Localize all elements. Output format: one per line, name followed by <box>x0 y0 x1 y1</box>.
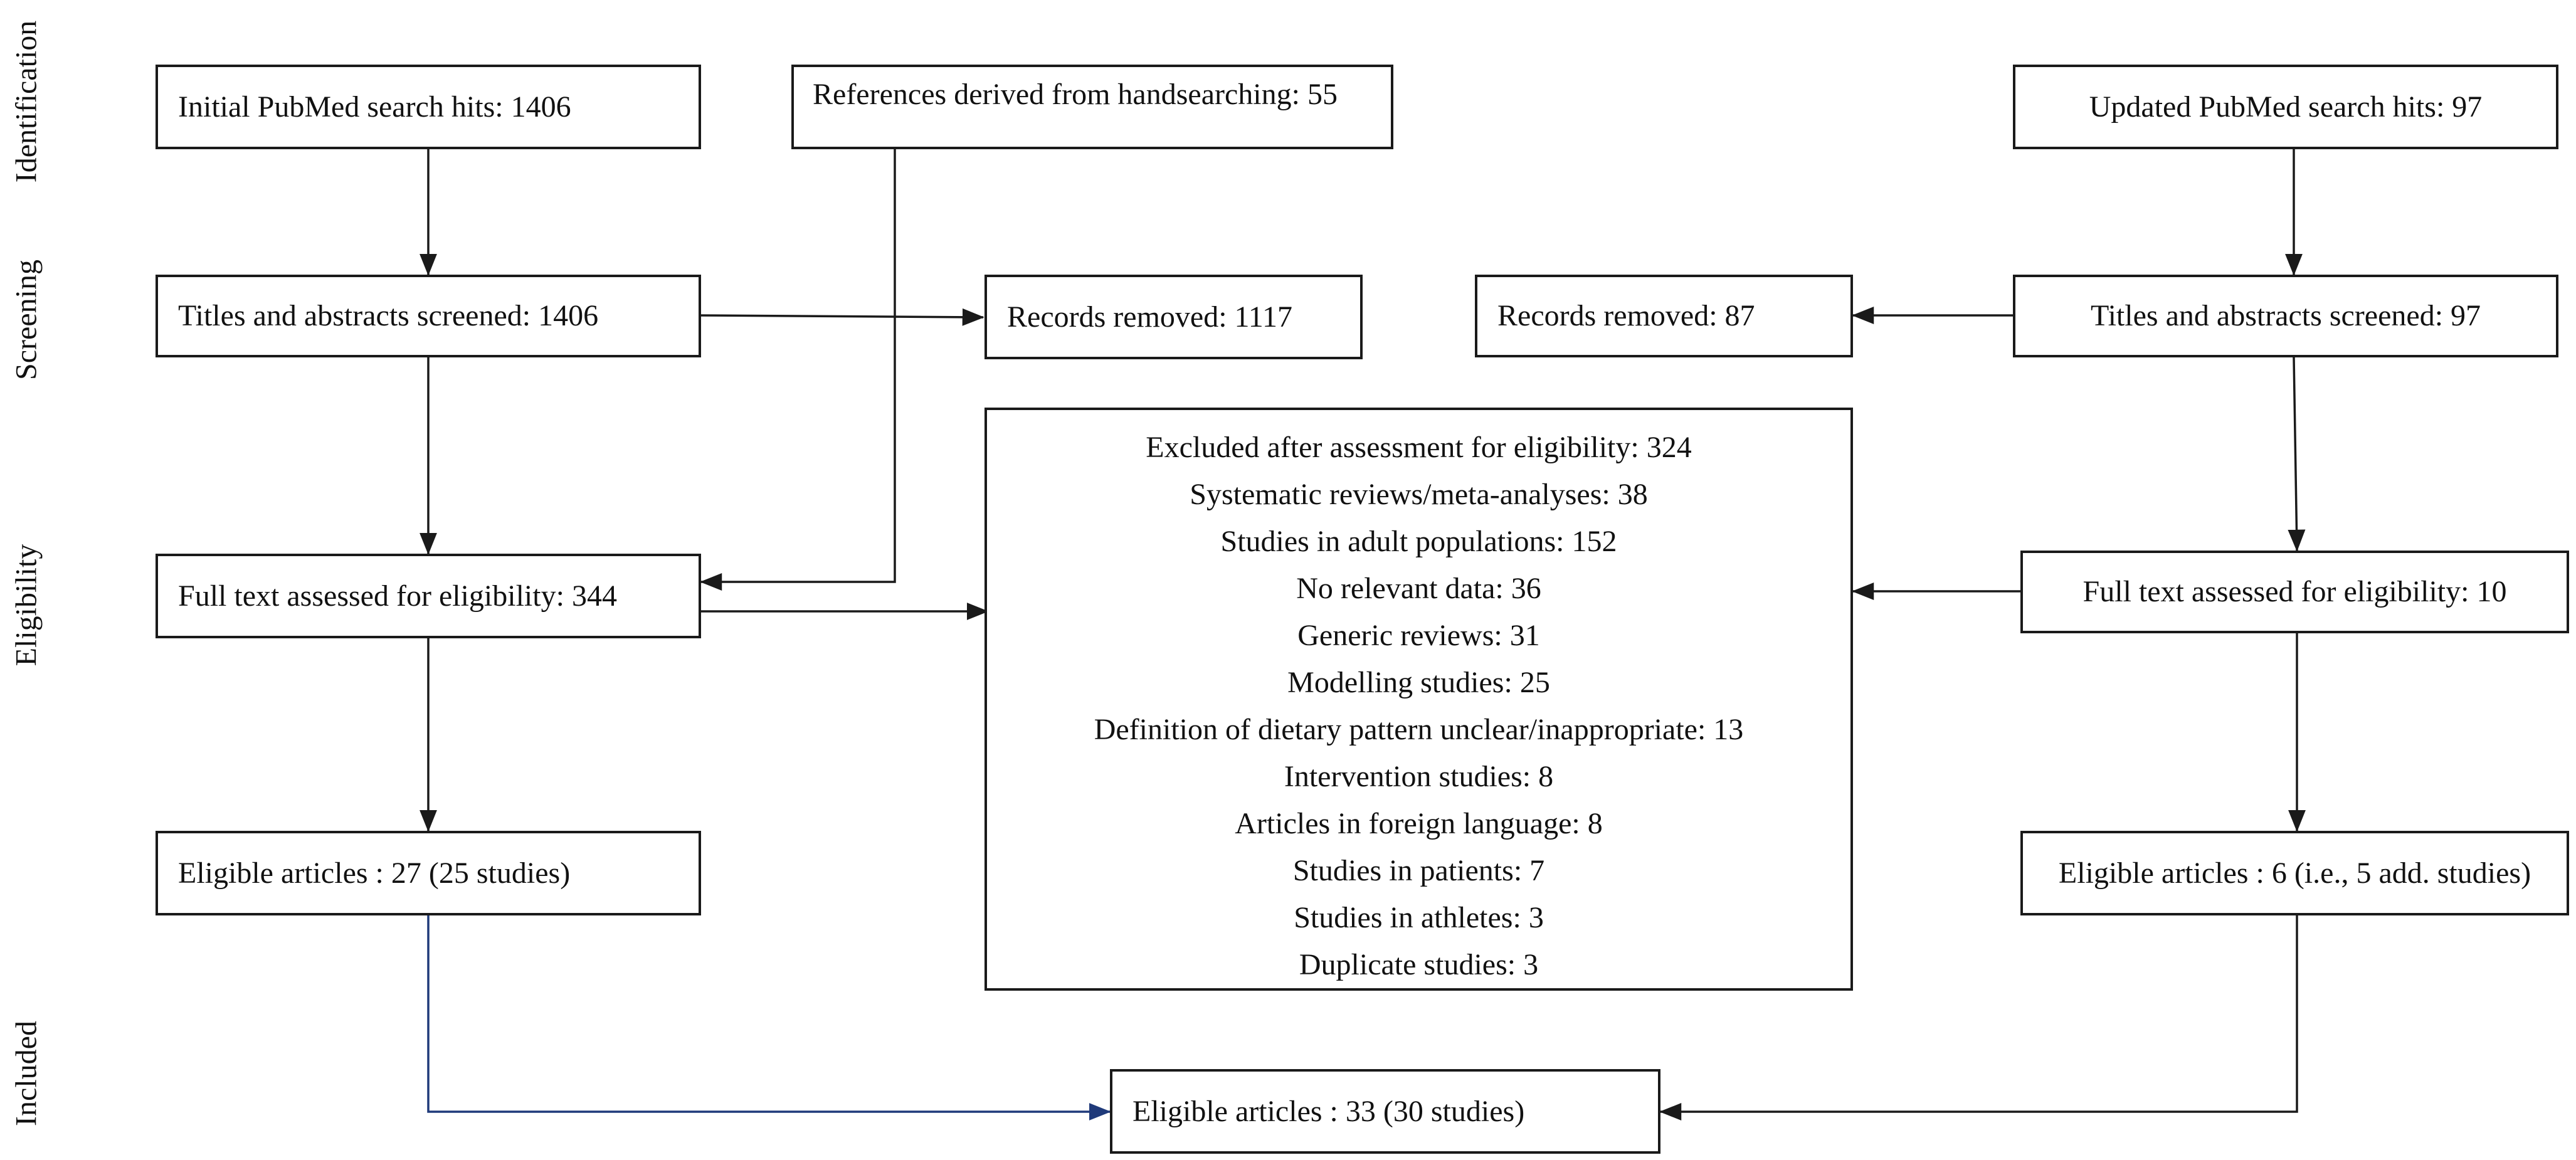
fulltext-left-box: Full text assessed for eligibility: 344 <box>156 554 701 638</box>
removed-right-text: Records removed: 87 <box>1497 299 1755 332</box>
arrow-handsearch-to-fulltext <box>700 149 896 591</box>
arrow-screened-to-fulltext-right <box>2288 357 2306 552</box>
excluded-reason: Duplicate studies: 3 <box>1299 948 1539 981</box>
excluded-reason: Generic reviews: 31 <box>1297 619 1540 652</box>
screened-left-box: Titles and abstracts screened: 1406 <box>156 275 701 357</box>
removed-left-box: Records removed: 1117 <box>984 275 1363 359</box>
stage-eligibility-label: Eligibility <box>9 544 43 667</box>
fulltext-right-box: Full text assessed for eligibility: 10 <box>2020 551 2569 633</box>
arrow-screened-to-removed <box>700 308 984 326</box>
removed-right-box: Records removed: 87 <box>1475 275 1853 357</box>
eligible-right-text: Eligible articles : 6 (i.e., 5 add. stud… <box>2058 856 2531 890</box>
eligible-total-box: Eligible articles : 33 (30 studies) <box>1110 1069 1660 1154</box>
fulltext-left-text: Full text assessed for eligibility: 344 <box>178 579 617 613</box>
excluded-reason: Systematic reviews/meta-analyses: 38 <box>1190 478 1648 511</box>
excluded-reason: Intervention studies: 8 <box>1284 760 1554 793</box>
stage-screening-label: Screening <box>9 260 43 380</box>
screened-right-text: Titles and abstracts screened: 97 <box>2090 299 2481 332</box>
removed-left-text: Records removed: 1117 <box>1007 300 1292 334</box>
excluded-reason: Studies in patients: 7 <box>1292 854 1545 887</box>
excluded-reason: Definition of dietary pattern unclear/in… <box>1094 713 1744 746</box>
excluded-reason: Studies in athletes: 3 <box>1294 901 1544 934</box>
stage-included-label: Included <box>9 1021 43 1126</box>
initial-search-text: Initial PubMed search hits: 1406 <box>178 90 571 124</box>
updated-search-box: Updated PubMed search hits: 97 <box>2013 65 2558 149</box>
excluded-list: Excluded after assessment for eligibilit… <box>987 410 1850 988</box>
screened-right-box: Titles and abstracts screened: 97 <box>2013 275 2558 357</box>
eligible-left-box: Eligible articles : 27 (25 studies) <box>156 831 701 915</box>
arrow-eligible-right-to-total <box>1659 915 2298 1120</box>
eligible-right-box: Eligible articles : 6 (i.e., 5 add. stud… <box>2020 831 2569 915</box>
screened-left-text: Titles and abstracts screened: 1406 <box>178 299 599 332</box>
arrow-eligible-left-to-total <box>427 915 1111 1120</box>
eligible-left-text: Eligible articles : 27 (25 studies) <box>178 856 571 890</box>
excluded-reason: Articles in foreign language: 8 <box>1235 807 1603 840</box>
handsearching-box: References derived from handsearching: 5… <box>791 65 1393 149</box>
excluded-reason: Studies in adult populations: 152 <box>1220 525 1617 558</box>
excluded-reason: Modelling studies: 25 <box>1287 666 1550 699</box>
eligible-total-text: Eligible articles : 33 (30 studies) <box>1132 1094 1525 1128</box>
excluded-reason: No relevant data: 36 <box>1296 572 1541 605</box>
initial-search-box: Initial PubMed search hits: 1406 <box>156 65 701 149</box>
fulltext-right-text: Full text assessed for eligibility: 10 <box>2082 575 2507 608</box>
updated-search-text: Updated PubMed search hits: 97 <box>2089 90 2483 124</box>
excluded-title: Excluded after assessment for eligibilit… <box>1146 431 1692 464</box>
handsearching-text: References derived from handsearching: 5… <box>813 78 1338 111</box>
excluded-box: Excluded after assessment for eligibilit… <box>984 408 1853 991</box>
stage-identification-label: Identification <box>9 20 43 183</box>
